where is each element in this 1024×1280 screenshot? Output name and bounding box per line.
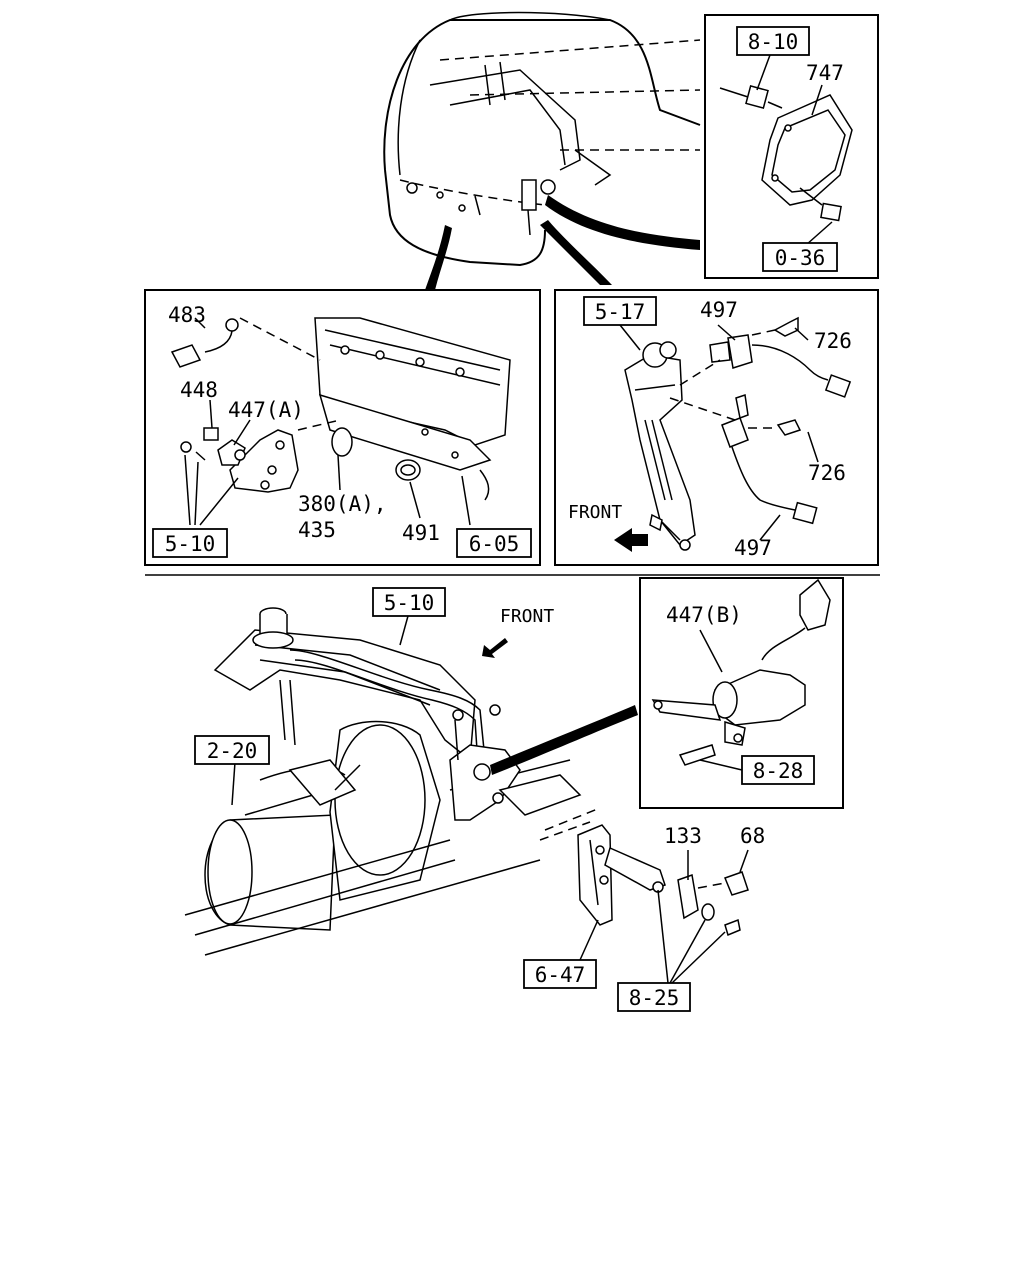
ref-8-25: 8-25 xyxy=(629,986,680,1010)
ref-8-28: 8-28 xyxy=(753,759,804,783)
ref-5-10-b: 5-10 xyxy=(384,591,435,615)
cab-illustration xyxy=(383,11,701,290)
front-label-main: FRONT xyxy=(500,606,554,627)
ref-box-0-36 xyxy=(762,242,838,272)
part-726-top: 726 xyxy=(814,329,852,353)
ref-box-8-28 xyxy=(741,755,815,785)
part-491: 491 xyxy=(402,521,440,545)
part-483: 483 xyxy=(168,303,206,327)
ref-box-6-47 xyxy=(523,959,597,989)
part-448: 448 xyxy=(180,378,218,402)
ref-6-47: 6-47 xyxy=(535,963,586,987)
ref-box-5-17 xyxy=(583,296,657,326)
front-label-inset: FRONT xyxy=(568,502,622,523)
part-747: 747 xyxy=(806,61,844,85)
inset-height-control-valve xyxy=(639,577,844,809)
part-133: 133 xyxy=(664,824,702,848)
part-497-top: 497 xyxy=(700,298,738,322)
ref-6-05: 6-05 xyxy=(469,532,520,556)
part-497-bot: 497 xyxy=(734,536,772,560)
inset-control-unit xyxy=(704,14,879,279)
ref-5-17: 5-17 xyxy=(595,300,646,324)
inset-crossmember xyxy=(144,289,541,566)
part-726-mid: 726 xyxy=(808,461,846,485)
front-arrow-icon xyxy=(614,528,648,552)
front-arrow-icon xyxy=(482,638,508,658)
ref-box-6-05 xyxy=(456,528,532,558)
inset-height-valve xyxy=(554,289,879,566)
part-380a: 380(A), xyxy=(298,492,387,516)
part-68: 68 xyxy=(740,824,765,848)
ref-box-5-10-a xyxy=(152,528,228,558)
ref-box-8-25 xyxy=(617,982,691,1012)
ref-box-5-10-b xyxy=(372,587,446,617)
ref-5-10-a: 5-10 xyxy=(165,532,216,556)
part-447a: 447(A) xyxy=(228,398,304,422)
ref-8-10: 8-10 xyxy=(748,30,799,54)
chassis-illustration xyxy=(184,607,749,984)
ref-0-36: 0-36 xyxy=(775,246,826,270)
part-435: 435 xyxy=(298,518,336,542)
part-447b: 447(B) xyxy=(666,603,742,627)
ref-box-8-10 xyxy=(736,26,810,56)
ref-box-2-20 xyxy=(194,735,270,765)
ref-2-20: 2-20 xyxy=(207,739,258,763)
